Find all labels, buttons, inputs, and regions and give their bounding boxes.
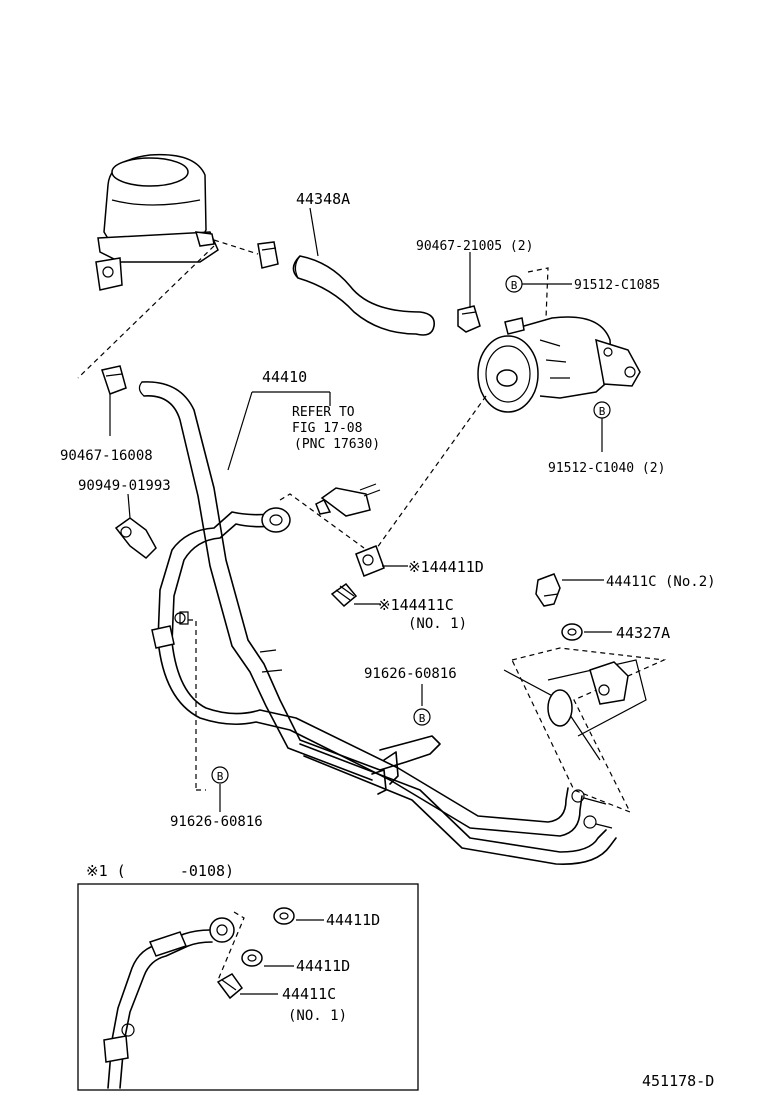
label-91512-C1040: 91512-C1040 (2) bbox=[548, 461, 665, 476]
pressure-feed-tube-drawing bbox=[151, 507, 583, 837]
hose-clamp-upper bbox=[257, 241, 279, 269]
inset-label-44411C-no1: (NO. 1) bbox=[288, 1008, 347, 1024]
label-90467-21005: 90467-21005 (2) bbox=[416, 239, 533, 254]
label-refer-line1: REFER TO bbox=[292, 405, 355, 420]
label-91626-60816-upper: 91626-60816 bbox=[364, 666, 457, 682]
label-44411C-no2: 44411C (No.2) bbox=[606, 574, 716, 590]
hose-clamp-90467-16008 bbox=[101, 365, 127, 436]
label-144411C-no1: (NO. 1) bbox=[408, 616, 467, 632]
union-bolt-144411D bbox=[355, 545, 408, 577]
hose-clamp-90949-01993 bbox=[114, 493, 157, 559]
hose-clamp-90467-21005 bbox=[457, 252, 481, 333]
label-144411C: ※144411C bbox=[378, 596, 454, 614]
steering-gear-drawing bbox=[503, 647, 667, 829]
pressure-switch-drawing bbox=[315, 483, 381, 517]
figure-id: 451178-D bbox=[642, 1072, 714, 1090]
badge-b-text-3: B bbox=[419, 712, 426, 725]
badge-b-91512-C1085: B bbox=[505, 275, 523, 293]
hose-44348A-drawing bbox=[292, 255, 436, 336]
reservoir-tank-drawing bbox=[77, 153, 259, 379]
label-refer-line2: FIG 17-08 bbox=[292, 421, 362, 436]
inset-label-44411C: 44411C bbox=[282, 985, 336, 1003]
hose-44410-drawing bbox=[138, 381, 381, 781]
union-bolt-144411C bbox=[330, 582, 380, 608]
union-bolt-44411C-no2 bbox=[535, 573, 604, 607]
power-steering-pump-drawing bbox=[373, 267, 641, 553]
return-tube-drawing bbox=[279, 493, 617, 865]
badge-b-text-4: B bbox=[217, 770, 224, 783]
inset-label-44411D-upper: 44411D bbox=[326, 911, 380, 929]
label-90949-01993: 90949-01993 bbox=[78, 478, 171, 494]
badge-b-91626-lower: B bbox=[211, 766, 229, 812]
label-44410: 44410 bbox=[262, 368, 307, 386]
label-144411D: ※144411D bbox=[408, 558, 484, 576]
label-90467-16008: 90467-16008 bbox=[60, 448, 153, 464]
label-91626-60816-lower: 91626-60816 bbox=[170, 814, 263, 830]
inset-box bbox=[77, 883, 419, 1091]
gasket-44327A bbox=[561, 623, 612, 641]
inset-title: ※1 ( -0108) bbox=[86, 862, 234, 880]
badge-b-91512-C1040: B bbox=[593, 401, 611, 419]
badge-b-91626-upper: B bbox=[413, 708, 431, 726]
label-44327A: 44327A bbox=[616, 624, 670, 642]
label-refer-line3: (PNC 17630) bbox=[294, 437, 380, 452]
label-91512-C1085: 91512-C1085 bbox=[574, 278, 660, 293]
label-44348A: 44348A bbox=[296, 190, 350, 208]
inset-label-44411D-lower: 44411D bbox=[296, 957, 350, 975]
badge-b-text-2: B bbox=[599, 405, 606, 418]
badge-b-text-1: B bbox=[511, 279, 518, 292]
